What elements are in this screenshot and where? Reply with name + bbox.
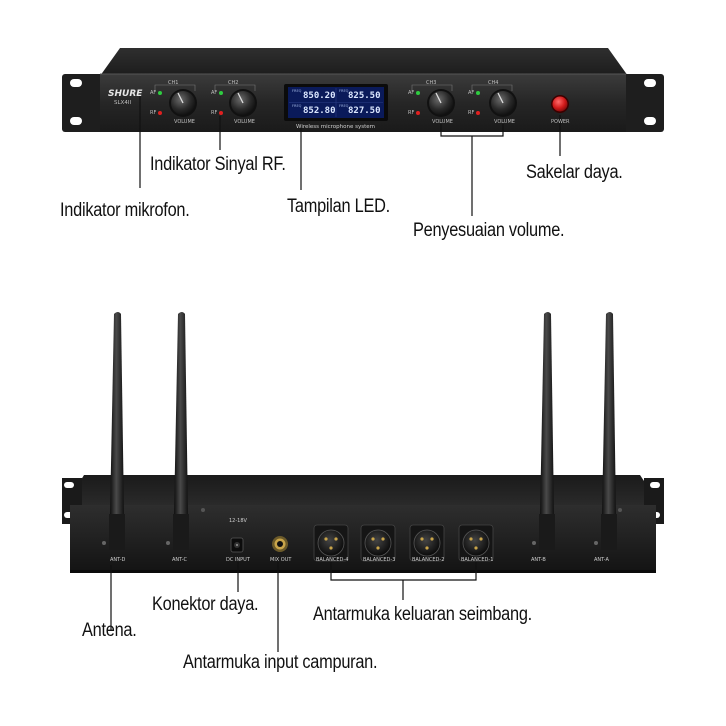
lcd-freq-label-c: FREQ — [292, 104, 302, 108]
antenna-a — [601, 312, 617, 550]
lcd-freq-a: 850.20 — [303, 91, 336, 101]
callout-balanced-output: Antarmuka keluaran seimbang. — [313, 604, 532, 625]
lcd-freq-b: 825.50 — [348, 91, 381, 101]
mix-out-label: MIX OUT — [270, 557, 292, 563]
af-led-ch2 — [219, 91, 223, 95]
ch1-label: CH1 — [168, 80, 179, 86]
chassis-top — [100, 48, 628, 76]
lcd-freq-label-a: FREQ — [292, 89, 302, 93]
ant-c-label: ANT-C — [172, 557, 188, 563]
rf-led-ch3 — [416, 111, 420, 115]
front-panel-photo — [62, 48, 664, 216]
volume-label-ch4: VOLUME — [494, 119, 515, 125]
callout-power-switch: Sakelar daya. — [526, 162, 623, 183]
ant-a-label: ANT-A — [594, 557, 609, 563]
balanced-1-label: BALANCED-1 — [461, 557, 494, 563]
af-label-ch3: AF — [408, 90, 415, 96]
callout-rf-indicator: Indikator Sinyal RF. — [150, 154, 286, 175]
lcd-caption: Wireless microphone system — [296, 124, 376, 130]
rf-label-ch2: RF — [211, 110, 218, 116]
power-label: POWER — [551, 119, 570, 125]
mix-out-jack[interactable] — [272, 536, 288, 552]
rear-panel-photo — [62, 312, 664, 652]
model-label: SLX4II — [114, 100, 132, 106]
rack-ear-left — [62, 74, 104, 132]
antenna-d — [109, 312, 125, 550]
callout-mic-indicator: Indikator mikrofon. — [60, 200, 190, 221]
rf-led-ch2 — [219, 111, 223, 115]
ch4-label: CH4 — [488, 80, 499, 86]
rear-chassis-top — [66, 475, 660, 505]
callout-mix-input: Antarmuka input campuran. — [183, 652, 378, 673]
balanced-3-label: BALANCED-3 — [363, 557, 396, 563]
dc-voltage-label: 12-18V — [229, 518, 247, 524]
ch3-label: CH3 — [426, 80, 437, 86]
callout-power-connector: Konektor daya. — [152, 594, 259, 615]
antenna-b — [539, 312, 555, 550]
volume-label-ch1: VOLUME — [174, 119, 195, 125]
xlr-balanced-4[interactable] — [313, 524, 349, 562]
volume-label-ch3: VOLUME — [432, 119, 453, 125]
brand-logo: SHURE — [108, 89, 143, 99]
rack-ear-right — [622, 74, 664, 132]
dc-input-label: DC INPUT — [226, 557, 250, 563]
lcd-freq-c: 852.80 — [303, 106, 336, 116]
rf-label-ch1: RF — [150, 110, 157, 116]
rf-led-ch4 — [476, 111, 480, 115]
ant-b-label: ANT-B — [531, 557, 546, 563]
af-label-ch1: AF — [150, 90, 157, 96]
rf-label-ch4: RF — [468, 110, 475, 116]
power-button[interactable] — [551, 95, 569, 113]
volume-label-ch2: VOLUME — [234, 119, 255, 125]
xlr-balanced-3[interactable] — [360, 524, 396, 562]
af-led-ch3 — [416, 91, 420, 95]
volume-knob-ch4[interactable] — [489, 89, 517, 117]
dc-power-jack[interactable] — [230, 537, 244, 553]
callout-antenna: Antena. — [82, 620, 137, 641]
rf-label-ch3: RF — [408, 110, 415, 116]
ch2-label: CH2 — [228, 80, 239, 86]
callout-led-display: Tampilan LED. — [287, 196, 390, 217]
lcd-freq-label-b: FREQ — [339, 89, 349, 93]
af-label-ch4: AF — [468, 90, 475, 96]
balanced-2-label: BALANCED-2 — [412, 557, 445, 563]
ant-d-label: ANT-D — [110, 557, 126, 563]
af-label-ch2: AF — [211, 90, 218, 96]
lcd-freq-label-d: FREQ — [339, 104, 349, 108]
rf-led-ch1 — [158, 111, 162, 115]
xlr-balanced-1[interactable] — [458, 524, 494, 562]
af-led-ch1 — [158, 91, 162, 95]
volume-knob-ch3[interactable] — [427, 89, 455, 117]
xlr-balanced-2[interactable] — [409, 524, 445, 562]
callout-volume-adjust: Penyesuaian volume. — [413, 220, 565, 241]
balanced-4-label: BALANCED-4 — [316, 557, 349, 563]
af-led-ch4 — [476, 91, 480, 95]
antenna-c — [173, 312, 189, 550]
volume-knob-ch1[interactable] — [169, 89, 197, 117]
volume-knob-ch2[interactable] — [229, 89, 257, 117]
lcd-freq-d: 827.50 — [348, 106, 381, 116]
